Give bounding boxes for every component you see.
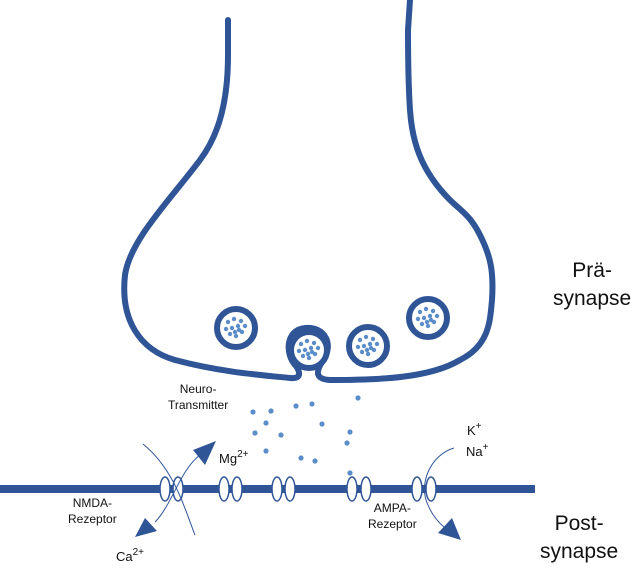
transmitter-molecule	[305, 351, 311, 357]
transmitter-molecule	[415, 316, 421, 322]
neurotransmitter-label: Neuro- Transmitter	[168, 382, 229, 412]
transmitter-molecule	[309, 401, 315, 407]
cleft-transmitters	[250, 395, 361, 476]
transmitter-molecule	[367, 341, 373, 347]
k-ion-label: K+	[467, 421, 482, 438]
vesicle-fusing	[288, 329, 330, 371]
transmitter-molecule	[359, 349, 365, 355]
mg-arrow-head-icon	[193, 441, 216, 465]
transmitter-molecule	[370, 336, 376, 342]
ampa-channel-subunit	[411, 476, 423, 502]
transmitter-molecule	[268, 408, 274, 414]
na-k-flux-curve	[423, 447, 455, 529]
transmitter-molecule	[423, 306, 429, 312]
transmitter-molecule	[421, 315, 427, 321]
transmitter-molecule	[355, 344, 361, 350]
transmitter-molecule	[242, 323, 248, 329]
transmitter-molecule	[250, 409, 256, 415]
transmitter-molecule	[434, 313, 440, 319]
nmda-channel-subunit	[159, 476, 171, 502]
transmitter-molecule	[298, 455, 304, 461]
transmitter-molecule	[428, 317, 434, 323]
transmitter-molecule	[252, 430, 258, 436]
channel-subunit	[360, 476, 372, 502]
vesicle-transmitters	[223, 306, 440, 361]
transmitter-molecule	[427, 313, 433, 319]
transmitter-molecule	[278, 432, 284, 438]
ca-arrow-head-icon	[135, 518, 157, 537]
vesicle	[214, 306, 258, 350]
nmda-receptor-label: NMDA- Rezeptor	[68, 496, 117, 526]
transmitter-molecule	[315, 345, 321, 351]
ampa-receptor-label: AMPA- Rezeptor	[368, 501, 417, 531]
transmitter-molecule	[417, 309, 423, 315]
channel-subunit	[218, 476, 230, 502]
transmitter-molecule	[368, 345, 374, 351]
ca-ion-label: Ca2+	[116, 547, 145, 564]
transmitter-molecule	[225, 319, 231, 325]
transmitter-molecule	[306, 355, 312, 361]
channel-subunit	[346, 476, 358, 502]
transmitter-molecule	[238, 318, 244, 324]
transmitter-molecule	[364, 347, 370, 353]
transmitter-molecule	[308, 345, 314, 351]
transmitter-molecule	[312, 458, 318, 464]
transmitter-molecule	[357, 337, 363, 343]
transmitter-molecule	[430, 308, 436, 314]
transmitter-molecule	[304, 338, 310, 344]
vesicles	[214, 296, 450, 371]
transmitter-molecule	[298, 341, 304, 347]
nmda-channel-subunit	[172, 476, 184, 502]
transmitter-molecule	[229, 325, 235, 331]
ca-flux-curve	[142, 443, 196, 536]
ampa-channel-subunit	[425, 476, 437, 502]
postsynapse-label: Post- synapse	[540, 512, 619, 563]
transmitter-molecule	[419, 321, 425, 327]
mg-flux-curve	[154, 454, 201, 523]
transmitter-molecule	[300, 353, 306, 359]
channel-subunit	[231, 476, 243, 502]
channel-subunit	[284, 476, 296, 502]
vesicle	[346, 324, 390, 368]
transmitter-molecule	[263, 420, 269, 426]
transmitter-molecule	[319, 421, 325, 427]
transmitter-molecule	[425, 323, 431, 329]
transmitter-molecule	[236, 327, 242, 333]
transmitter-molecule	[296, 348, 302, 354]
transmitter-molecule	[347, 470, 353, 476]
transmitter-molecule	[365, 351, 371, 357]
transmitter-molecule	[363, 334, 369, 340]
transmitter-molecule	[235, 323, 241, 329]
transmitter-molecule	[311, 340, 317, 346]
transmitter-molecule	[293, 403, 299, 409]
presynapse-label: Prä- synapse	[553, 259, 631, 310]
channel-subunit	[271, 476, 283, 502]
transmitter-molecule	[233, 333, 239, 339]
transmitter-molecule	[309, 349, 315, 355]
transmitter-molecule	[361, 343, 367, 349]
transmitter-molecule	[223, 326, 229, 332]
transmitter-molecule	[374, 341, 380, 347]
transmitter-molecule	[347, 429, 353, 435]
na-k-arrow-head-icon	[438, 518, 461, 540]
transmitter-molecule	[232, 329, 238, 335]
transmitter-molecule	[302, 347, 308, 353]
transmitter-molecule	[424, 319, 430, 325]
transmitter-molecule	[355, 395, 361, 401]
transmitter-molecule	[344, 440, 350, 446]
transmitter-molecule	[231, 316, 237, 322]
receptor-channels	[159, 476, 437, 502]
mg-ion-label: Mg2+	[219, 449, 249, 466]
na-ion-label: Na+	[466, 442, 489, 459]
vesicle	[406, 296, 450, 340]
transmitter-molecule	[263, 448, 269, 454]
transmitter-molecule	[227, 331, 233, 337]
